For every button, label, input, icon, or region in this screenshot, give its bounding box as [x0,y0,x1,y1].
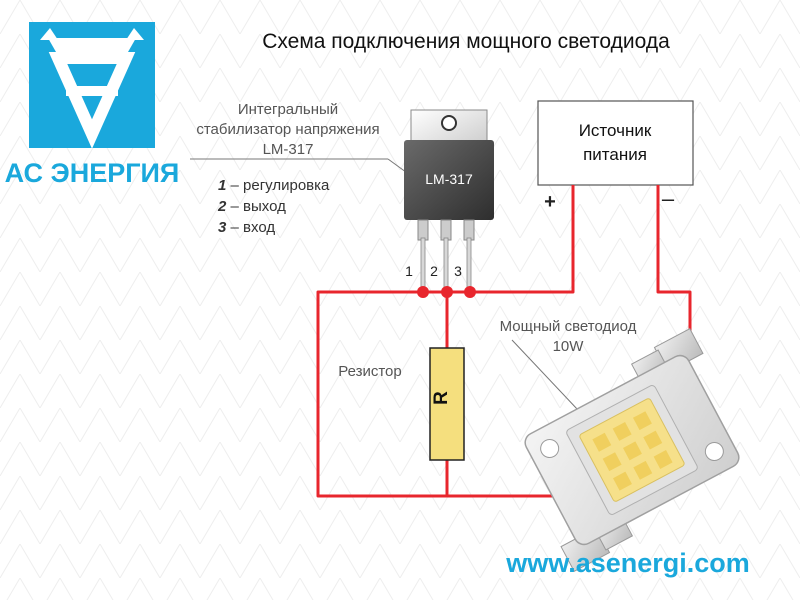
pin-legend-3: 3 – вход [218,219,275,236]
led-caption-line-2: 10W [553,338,585,355]
junction-pin-1 [417,286,429,298]
wire-adjust-loop [316,290,554,498]
logo-text: АС ЭНЕРГИЯ [5,158,180,188]
page-title: Схема подключения мощного светодиода [262,30,670,53]
pin-legend-2: 2 – выход [217,198,286,215]
junction-pin-2 [441,286,453,298]
pin-number-2: 2 [430,263,438,279]
regulator-caption-line-3: LM-317 [263,141,314,158]
led-caption-line-1: Мощный светодиод [500,318,637,335]
website-url: www.asenergi.com [505,548,750,578]
junction-pin-3 [464,286,476,298]
lm317-chip [404,109,494,293]
power-led [524,327,740,573]
resistor-symbol: R [431,391,452,405]
regulator-caption-line-2: стабилизатор напряжения [196,121,379,138]
minus-terminal-label: – [662,186,675,211]
pin-number-1: 1 [405,263,413,279]
wire-minus-to-led [656,185,692,360]
regulator-caption-line-1: Интегральный [238,101,338,118]
as-energy-logo-icon [29,22,155,149]
resistor-caption: Резистор [338,363,402,380]
power-supply-label-2: питания [583,145,647,164]
wires [316,185,692,498]
led-leader-line [511,339,579,411]
power-supply-label-1: Источник [579,121,652,140]
resistor-body [429,347,465,461]
pin-number-3: 3 [454,263,462,279]
chip-label: LM-317 [425,171,473,187]
wire-plus-to-input [470,185,575,294]
plus-terminal-label: + [544,191,556,213]
pin-legend-1: 1 – регулировка [218,177,330,194]
power-supply-box [537,100,694,186]
